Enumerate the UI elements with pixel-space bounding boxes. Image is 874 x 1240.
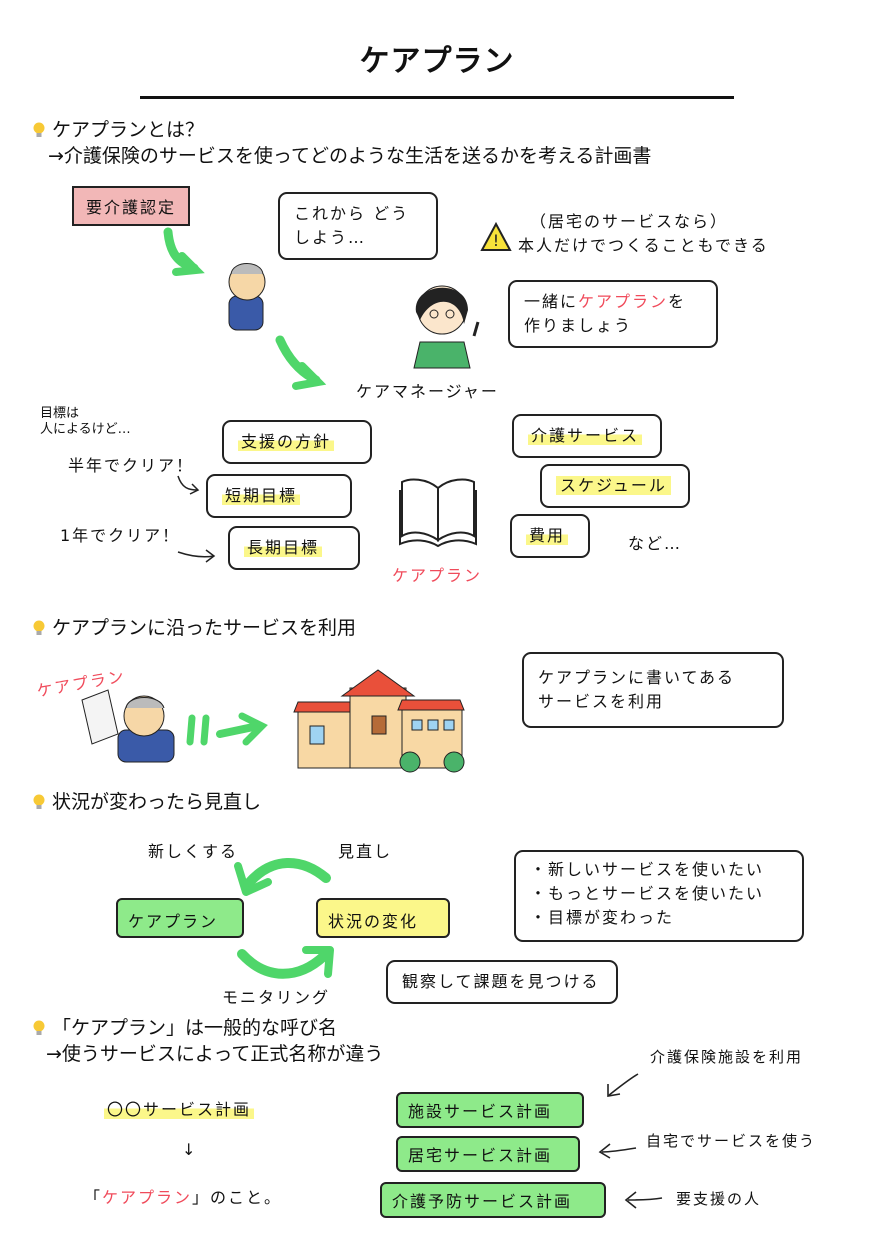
arrow-home-note	[598, 1143, 637, 1159]
equals-care-plan-label: 「ケアプラン」のこと。	[84, 1188, 283, 1207]
care-certification-box: 要介護認定	[72, 186, 191, 226]
plan-item-short-term: 短期目標	[206, 474, 352, 518]
warning-icon: !	[480, 221, 512, 251]
section1-subheading: →介護保険のサービスを使ってどのような生活を送るかを考える計画書	[48, 145, 652, 167]
arrow-to-short-term	[177, 475, 200, 495]
lightbulb-icon	[33, 122, 45, 137]
elder-reading-plan-illustration	[81, 689, 175, 763]
plan-item-services: 介護サービス	[512, 414, 662, 458]
plan-name-facility: 施設サービス計画	[396, 1092, 584, 1128]
elder-thought-bubble: これから どうしよう…	[278, 192, 438, 260]
observe-bubble: 観察して課題を見つける	[386, 960, 618, 1004]
elderly-person-illustration	[228, 263, 266, 331]
care-facility-illustration	[293, 669, 465, 773]
svg-text:!: !	[493, 231, 499, 250]
lightbulb-icon	[33, 1020, 45, 1035]
arrow-prevention-note	[624, 1191, 663, 1209]
warning-line2: 本人だけでつくることもできる	[518, 236, 769, 255]
section4-heading: 「ケアプラン」は一般的な呼び名	[32, 1016, 337, 1040]
reasons-bubble: ・新しいサービスを使いたい ・もっとサービスを使いたい ・目標が変わった	[514, 850, 804, 942]
warning-line1: （居宅のサービスなら）	[530, 212, 729, 231]
lightbulb-icon	[33, 620, 45, 635]
care-manager-label: ケアマネージャー	[356, 382, 499, 401]
etc-label: など…	[628, 534, 683, 553]
section4-subheading: →使うサービスによって正式名称が違う	[46, 1043, 384, 1065]
cycle-plan-box: ケアプラン	[116, 898, 244, 938]
lightbulb-icon	[33, 794, 45, 809]
arrow-facility-note	[607, 1073, 639, 1097]
title-underline	[140, 96, 734, 99]
reason-item: ・目標が変わった	[530, 908, 675, 927]
open-book-icon	[399, 478, 477, 548]
review-label: 見直し	[338, 842, 393, 861]
cycle-arrow-bottom	[237, 946, 334, 979]
section1-heading: ケアプランとは？	[32, 118, 204, 142]
green-double-arrow	[186, 712, 268, 746]
green-arrow-2	[275, 335, 327, 390]
cycle-arrow-top	[234, 858, 331, 896]
generic-plan-label: 〇〇サービス計画	[104, 1096, 255, 1120]
prevention-note: 要支援の人	[676, 1190, 762, 1208]
down-arrow: ↓	[182, 1140, 198, 1159]
renew-label: 新しくする	[148, 842, 239, 861]
plan-item-cost: 費用	[510, 514, 590, 558]
one-year-note: 1年でクリア！	[60, 526, 181, 545]
plan-item-schedule: スケジュール	[540, 464, 690, 508]
plan-name-prevention: 介護予防サービス計画	[380, 1182, 606, 1218]
cycle-change-box: 状況の変化	[316, 898, 450, 938]
section2-heading: ケアプランに沿ったサービスを利用	[32, 616, 356, 640]
section2-speech-bubble: ケアプランに書いてある サービスを利用	[522, 652, 784, 728]
green-arrow-1	[163, 227, 205, 276]
home-note: 自宅でサービスを使う	[646, 1132, 817, 1150]
goal-note: 目標は 人によるけど…	[40, 406, 131, 437]
half-year-note: 半年でクリア！	[68, 456, 195, 475]
facility-note: 介護保険施設を利用	[650, 1048, 804, 1066]
care-manager-speech-bubble: 一緒にケアプランを 作りましょう	[508, 280, 718, 348]
section3-heading: 状況が変わったら見直し	[32, 790, 261, 814]
care-manager-illustration	[413, 285, 480, 369]
plan-item-policy: 支援の方針	[222, 420, 372, 464]
monitoring-label: モニタリング	[222, 988, 331, 1007]
page-title: ケアプラン	[359, 44, 515, 79]
plan-name-home: 居宅サービス計画	[396, 1136, 580, 1172]
reason-item: ・もっとサービスを使いたい	[530, 884, 765, 903]
book-label: ケアプラン	[392, 566, 483, 585]
plan-item-long-term: 長期目標	[228, 526, 360, 570]
reason-item: ・新しいサービスを使いたい	[530, 860, 765, 879]
arrow-to-long-term	[177, 549, 216, 563]
